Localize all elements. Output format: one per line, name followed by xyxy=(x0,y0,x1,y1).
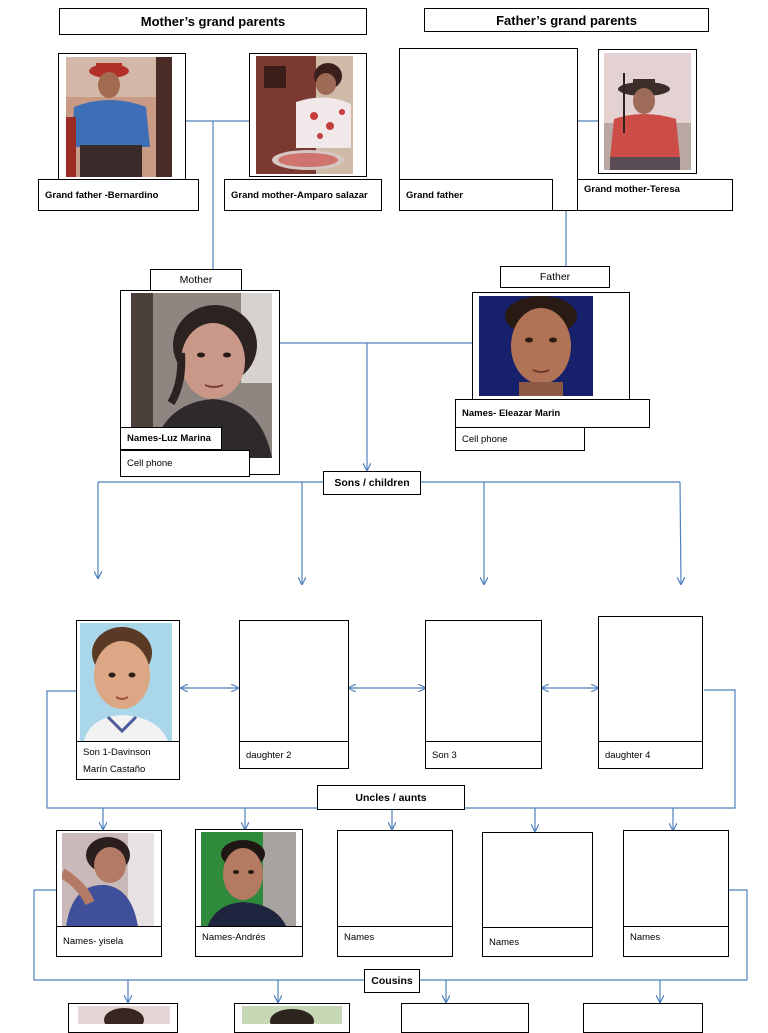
child1-name-line1: Son 1-Davinson xyxy=(83,744,179,761)
uncle1-caption: Names- yisela xyxy=(56,926,162,957)
cousins-label-box: Cousins xyxy=(364,969,420,993)
father-phone: Cell phone xyxy=(462,434,507,445)
cousin2-photo xyxy=(242,1006,342,1024)
cousin1-photo xyxy=(78,1006,170,1024)
mother-name: Names-Luz Marina xyxy=(127,433,211,444)
child1-photo xyxy=(80,623,172,741)
father-label: Father xyxy=(540,271,570,283)
child3-caption: Son 3 xyxy=(425,741,542,769)
m-grandfather-caption: Grand father -Bernardino xyxy=(38,179,199,211)
mother-phone-box: Cell phone xyxy=(120,450,250,477)
child2-name: daughter 2 xyxy=(246,750,291,761)
cousin3-frame xyxy=(401,1003,529,1033)
uncle2-name: Names-Andrés xyxy=(202,932,265,943)
m-grandmother-photo xyxy=(256,56,353,174)
children-label-box: Sons / children xyxy=(323,471,421,495)
mother-label-box: Mother xyxy=(150,269,242,291)
f-grandmother-caption: Grand mother-Teresa xyxy=(577,179,733,211)
father-grandparents-header-text: Father’s grand parents xyxy=(496,13,637,28)
m-grandfather-name: Grand father -Bernardino xyxy=(45,190,159,201)
mother-grandparents-header: Mother’s grand parents xyxy=(59,8,367,35)
child3-name: Son 3 xyxy=(432,750,457,761)
uncles-label: Uncles / aunts xyxy=(355,792,426,804)
uncles-label-box: Uncles / aunts xyxy=(317,785,465,810)
mother-phone: Cell phone xyxy=(127,458,172,469)
child4-caption: daughter 4 xyxy=(598,741,703,769)
f-grandmother-photo xyxy=(604,53,691,170)
uncle5-name: Names xyxy=(630,932,660,943)
cousin4-frame xyxy=(583,1003,703,1033)
m-grandmother-caption: Grand mother-Amparo salazar xyxy=(224,179,382,211)
child4-name: daughter 4 xyxy=(605,750,650,761)
uncle2-photo xyxy=(201,832,296,928)
child1-name-line2: Marín Castaño xyxy=(83,761,179,778)
father-photo xyxy=(479,296,593,396)
uncle3-caption: Names xyxy=(337,926,453,957)
uncle2-caption: Names-Andrés xyxy=(195,926,303,957)
mother-grandparents-header-text: Mother’s grand parents xyxy=(141,14,285,29)
uncle3-name: Names xyxy=(344,932,374,943)
father-grandparents-header: Father’s grand parents xyxy=(424,8,709,32)
uncle4-name: Names xyxy=(489,937,519,948)
f-grandfather-caption: Grand father xyxy=(399,179,553,211)
m-grandfather-photo xyxy=(66,57,172,177)
father-phone-box: Cell phone xyxy=(455,427,585,451)
mother-label: Mother xyxy=(180,274,213,286)
m-grandmother-name: Grand mother-Amparo salazar xyxy=(231,190,368,201)
uncle1-name: Names- yisela xyxy=(63,936,123,947)
children-drop-4 xyxy=(680,482,681,584)
uncle5-caption: Names xyxy=(623,926,729,957)
child2-caption: daughter 2 xyxy=(239,741,349,769)
uncle1-photo xyxy=(62,833,154,927)
uncle4-caption: Names xyxy=(482,927,593,957)
cousins-label: Cousins xyxy=(371,975,412,987)
mother-name-box: Names-Luz Marina xyxy=(120,427,222,450)
father-label-box: Father xyxy=(500,266,610,288)
children-label: Sons / children xyxy=(334,477,409,489)
father-name: Names- Eleazar Marin xyxy=(462,408,560,419)
f-grandfather-name: Grand father xyxy=(406,190,463,201)
father-name-box: Names- Eleazar Marin xyxy=(455,399,650,428)
child1-caption: Son 1-Davinson Marín Castaño xyxy=(76,741,180,780)
f-grandmother-name: Grand mother-Teresa xyxy=(584,184,680,195)
